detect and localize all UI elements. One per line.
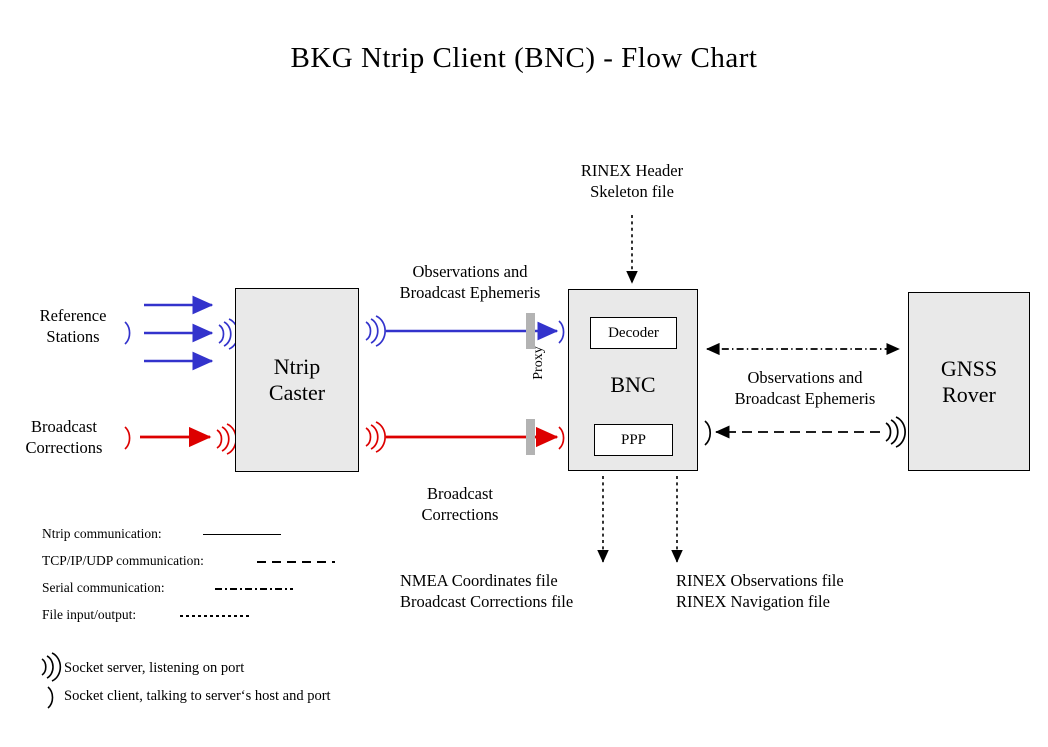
socket-client-icon-corrections — [124, 426, 131, 450]
socket-client-icon-bnc-out — [704, 420, 711, 446]
socket-server-icon-rover — [885, 416, 906, 448]
node-bnc-label: BNC — [610, 372, 656, 397]
legend-socket-client-label: Socket client, talking to server‘s host … — [64, 688, 331, 704]
socket-client-icon-bnc-in-blue — [558, 320, 565, 344]
proxy-bar-bottom — [526, 419, 535, 455]
ref-stations-blue-arrows — [144, 295, 214, 371]
socket-client-icon-ref-stations — [124, 321, 131, 345]
socket-server-icon-caster-out-red — [365, 421, 386, 453]
page-title: BKG Ntrip Client (BNC) - Flow Chart — [290, 42, 758, 74]
legend-item-1-label: TCP/IP/UDP communication: — [42, 553, 204, 568]
legend-socket-server-label: Socket server, listening on port — [64, 660, 245, 676]
node-ntrip-caster-label: Ntrip Caster — [268, 354, 326, 405]
label-broadcast-corrections-left: Broadcast Corrections — [25, 417, 103, 458]
proxy-label: Proxy — [531, 346, 546, 380]
node-gnss-rover-label: GNSS Rover — [940, 355, 998, 407]
legend-item-0-label: Ntrip communication: — [42, 526, 162, 541]
label-output-files-left: NMEA Coordinates file Broadcast Correcti… — [400, 571, 574, 612]
socket-server-icon-legend — [41, 652, 62, 682]
legend-item-2-label: Serial communication: — [42, 580, 165, 595]
node-ntrip-caster[interactable]: Ntrip Caster — [235, 288, 359, 472]
label-output-files-right: RINEX Observations file RINEX Navigation… — [676, 571, 844, 612]
socket-server-icon-caster-in-red — [216, 423, 237, 455]
node-gnss-rover[interactable]: GNSS Rover — [908, 292, 1030, 471]
legend-item-1-line — [257, 561, 335, 563]
label-observations-ephemeris-right: Observations and Broadcast Ephemeris — [734, 368, 876, 409]
node-decoder[interactable]: Decoder — [590, 317, 677, 349]
legend-item-3-line — [180, 615, 252, 617]
socket-client-icon-legend — [47, 686, 54, 709]
socket-client-icon-bnc-in-red — [558, 426, 565, 450]
legend-item-2-line — [215, 588, 293, 590]
socket-server-icon-caster-out-blue — [365, 315, 386, 347]
proxy-bar-top — [526, 313, 535, 349]
node-ppp[interactable]: PPP — [594, 424, 673, 456]
label-reference-stations: Reference Stations — [39, 306, 107, 347]
label-observations-ephemeris-top: Observations and Broadcast Ephemeris — [399, 262, 541, 303]
legend-item-3-label: File input/output: — [42, 607, 137, 622]
label-broadcast-corrections-middle: Broadcast Corrections — [421, 484, 499, 525]
legend-item-0-line — [203, 534, 281, 535]
label-rinex-header-skeleton: RINEX Header Skeleton file — [580, 161, 684, 202]
